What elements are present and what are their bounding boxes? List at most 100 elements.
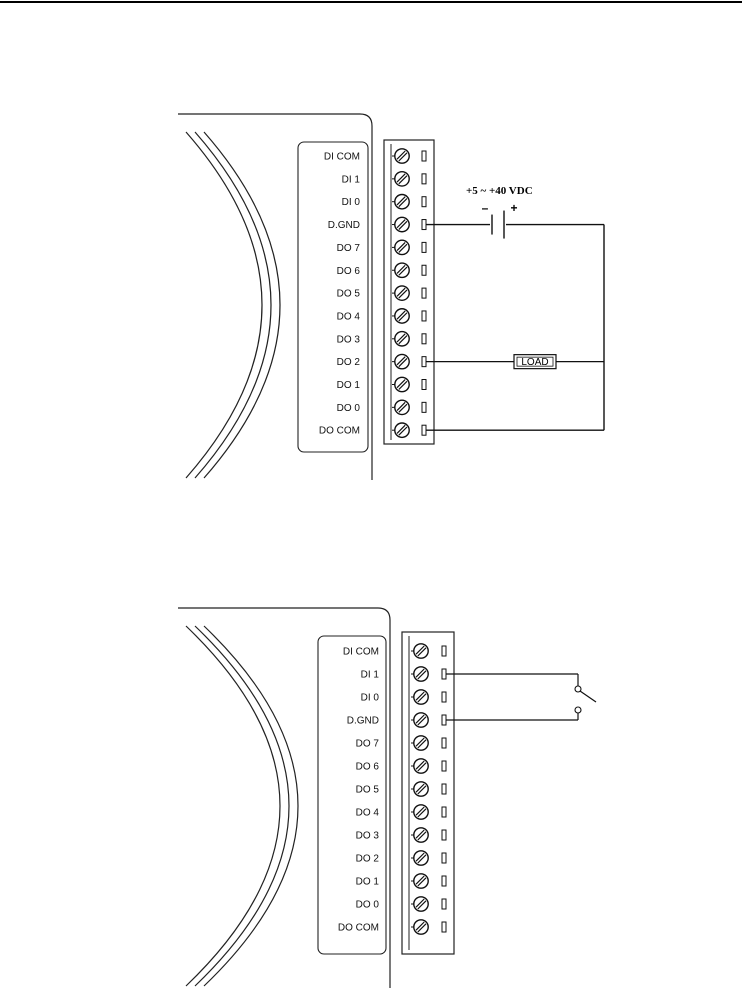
diagram_output-screw-slot [398, 175, 408, 185]
diagram_input-terminal-screw[interactable] [413, 666, 429, 682]
diagram_input-wire-entry [441, 760, 447, 772]
diagram_output-module-housing [178, 113, 373, 480]
diagram_input-screw-slot [417, 877, 427, 887]
diagram_input-pin-label: D.GND [347, 716, 379, 727]
diagram_input-terminal-screw[interactable] [413, 919, 429, 935]
diagram_input-pin-label: DI COM [343, 647, 379, 658]
diagram_input-terminal-screw[interactable] [413, 873, 429, 889]
diagram_output-wire-entry [421, 196, 427, 208]
diagram_input-pin-label: DO 6 [356, 762, 380, 773]
battery-plus-sign: + [510, 201, 517, 215]
diagram_input-terminal-screw[interactable] [413, 689, 429, 705]
diagram_input-wire-entry [441, 921, 447, 933]
diagram_output-terminal-screw[interactable] [394, 170, 410, 187]
diagram_output-terminal-screw[interactable] [394, 353, 410, 370]
load-box-inner [516, 356, 554, 367]
diagram_input-terminal-screw[interactable] [413, 827, 429, 843]
diagram_output-terminal-screw[interactable] [394, 262, 410, 279]
diagram_output-screw-slot [396, 150, 406, 160]
diagram_output-housing-arc-1 [185, 131, 263, 479]
diagram_output-terminal-screw[interactable] [394, 285, 410, 301]
diagram_input-screw-slot [417, 808, 427, 818]
diagram_input-screw-slot [417, 762, 427, 772]
diagram_input-screw-slot [417, 739, 427, 749]
diagram_output-terminal-screw[interactable] [394, 193, 410, 210]
diagram_input-terminal-screw[interactable] [413, 712, 429, 728]
diagram_output-screw-slot [398, 335, 408, 345]
diagram_output-screw-slot [398, 152, 408, 162]
diagram_input-screw-slot [415, 829, 425, 839]
diagram_input-terminal-screw[interactable] [413, 735, 429, 751]
diagram_input-screw-slot [417, 900, 427, 910]
diagram_output-terminal-screw[interactable] [394, 376, 410, 393]
battery-minus-sign: – [482, 201, 489, 215]
diagram_input-screw-slot [415, 668, 425, 678]
diagram_input-screw-slot [417, 923, 427, 933]
diagram_output-pin-label: DI COM [324, 152, 360, 163]
diagram_output-terminal-screw[interactable] [394, 422, 410, 439]
diagram_input-terminal-screw[interactable] [413, 804, 429, 820]
diagram_input-screw-slot [415, 875, 425, 885]
diagram_input-pin-label: DO 3 [356, 831, 380, 842]
diagram_output-screw-slot [396, 241, 406, 252]
switch-lever[interactable] [579, 690, 597, 703]
diagram_output-screw-slot [396, 287, 406, 297]
diagram_input-screw-slot [417, 670, 427, 680]
diagram_output-screw-slot [396, 401, 406, 411]
diagram_input-wire-entry [441, 714, 447, 726]
diagram_output-pin-label: DO 3 [337, 334, 361, 345]
diagram_output-wire-entry [421, 310, 427, 322]
diagram_output-screw-slot [398, 289, 408, 299]
diagram_input-screw-slot [415, 783, 425, 793]
diagram_input-screw-slot [415, 806, 425, 816]
diagram_input-pin-label: DO 5 [356, 785, 380, 796]
diagram_input-module-housing [178, 607, 391, 988]
diagram_output-terminal-screw[interactable] [394, 239, 410, 256]
diagram_output-pin-label: DI 0 [342, 197, 361, 208]
diagram_output-pin-label: DO 5 [337, 289, 361, 300]
diagram_output-terminal-screw[interactable] [394, 148, 410, 164]
diagram_input-pin-label: DO 1 [356, 877, 380, 888]
diagram_input-terminal-screw[interactable] [413, 781, 429, 797]
diagram_output-terminal-screw[interactable] [394, 399, 410, 416]
diagram_output-wire-entry [421, 356, 427, 368]
diagram_output-screw-slot [396, 173, 406, 183]
diagram_output-pin-label: DO 2 [337, 357, 361, 368]
diagram_input-screw-slot [415, 691, 425, 701]
diagram_input-terminal-screw[interactable] [413, 643, 429, 659]
diagram_input-screw-slot [417, 854, 427, 864]
diagram_input-pin-label: DO 2 [356, 854, 380, 865]
diagram_output-screw-slot [396, 424, 406, 434]
diagram_input-terminal-screw[interactable] [413, 758, 429, 774]
diagram_input-pin-label: DO 0 [356, 900, 380, 911]
diagram_output-wire-entry [421, 379, 427, 390]
diagram_output-pin-label: DI 1 [342, 174, 361, 185]
diagram_input-terminal-screw[interactable] [413, 850, 429, 866]
diagram_output-wire-entry [421, 241, 427, 253]
load-label: LOAD [521, 357, 548, 368]
diagram_input-pin-label: DO COM [338, 923, 379, 934]
diagram_output-pin-label: DO 0 [337, 403, 361, 414]
diagram_input-wire-entry [441, 691, 447, 703]
diagram_output-terminal-screw[interactable] [394, 308, 410, 324]
diagram_output-terminal-screw[interactable] [394, 216, 410, 233]
diagram_input-screw-slot [417, 647, 427, 657]
diagram_input-wire-entry [441, 829, 447, 841]
diagram_input-screw-slot [415, 898, 425, 908]
diagram_output-screw-slot [396, 333, 406, 343]
diagram_input-terminal-screw[interactable] [413, 896, 429, 912]
diagram_input-screw-slot [415, 760, 425, 770]
switch-contact-top [574, 685, 582, 693]
diagram_input-housing-arc-3 [203, 625, 299, 987]
diagram_input-wire-entry [441, 806, 447, 818]
diagram_input-screw-slot [417, 716, 427, 726]
diagram_output-screw-slot [398, 403, 408, 413]
diagram_output-terminal-screw[interactable] [394, 330, 410, 347]
diagram_input-housing-arc-2 [194, 625, 290, 987]
diagram_output-pin-label: DO 4 [337, 311, 361, 322]
diagram_output-pin-label: D.GND [328, 220, 360, 231]
diagram_output-wire-entry [421, 150, 427, 162]
diagram_input-screw-slot [415, 714, 425, 724]
